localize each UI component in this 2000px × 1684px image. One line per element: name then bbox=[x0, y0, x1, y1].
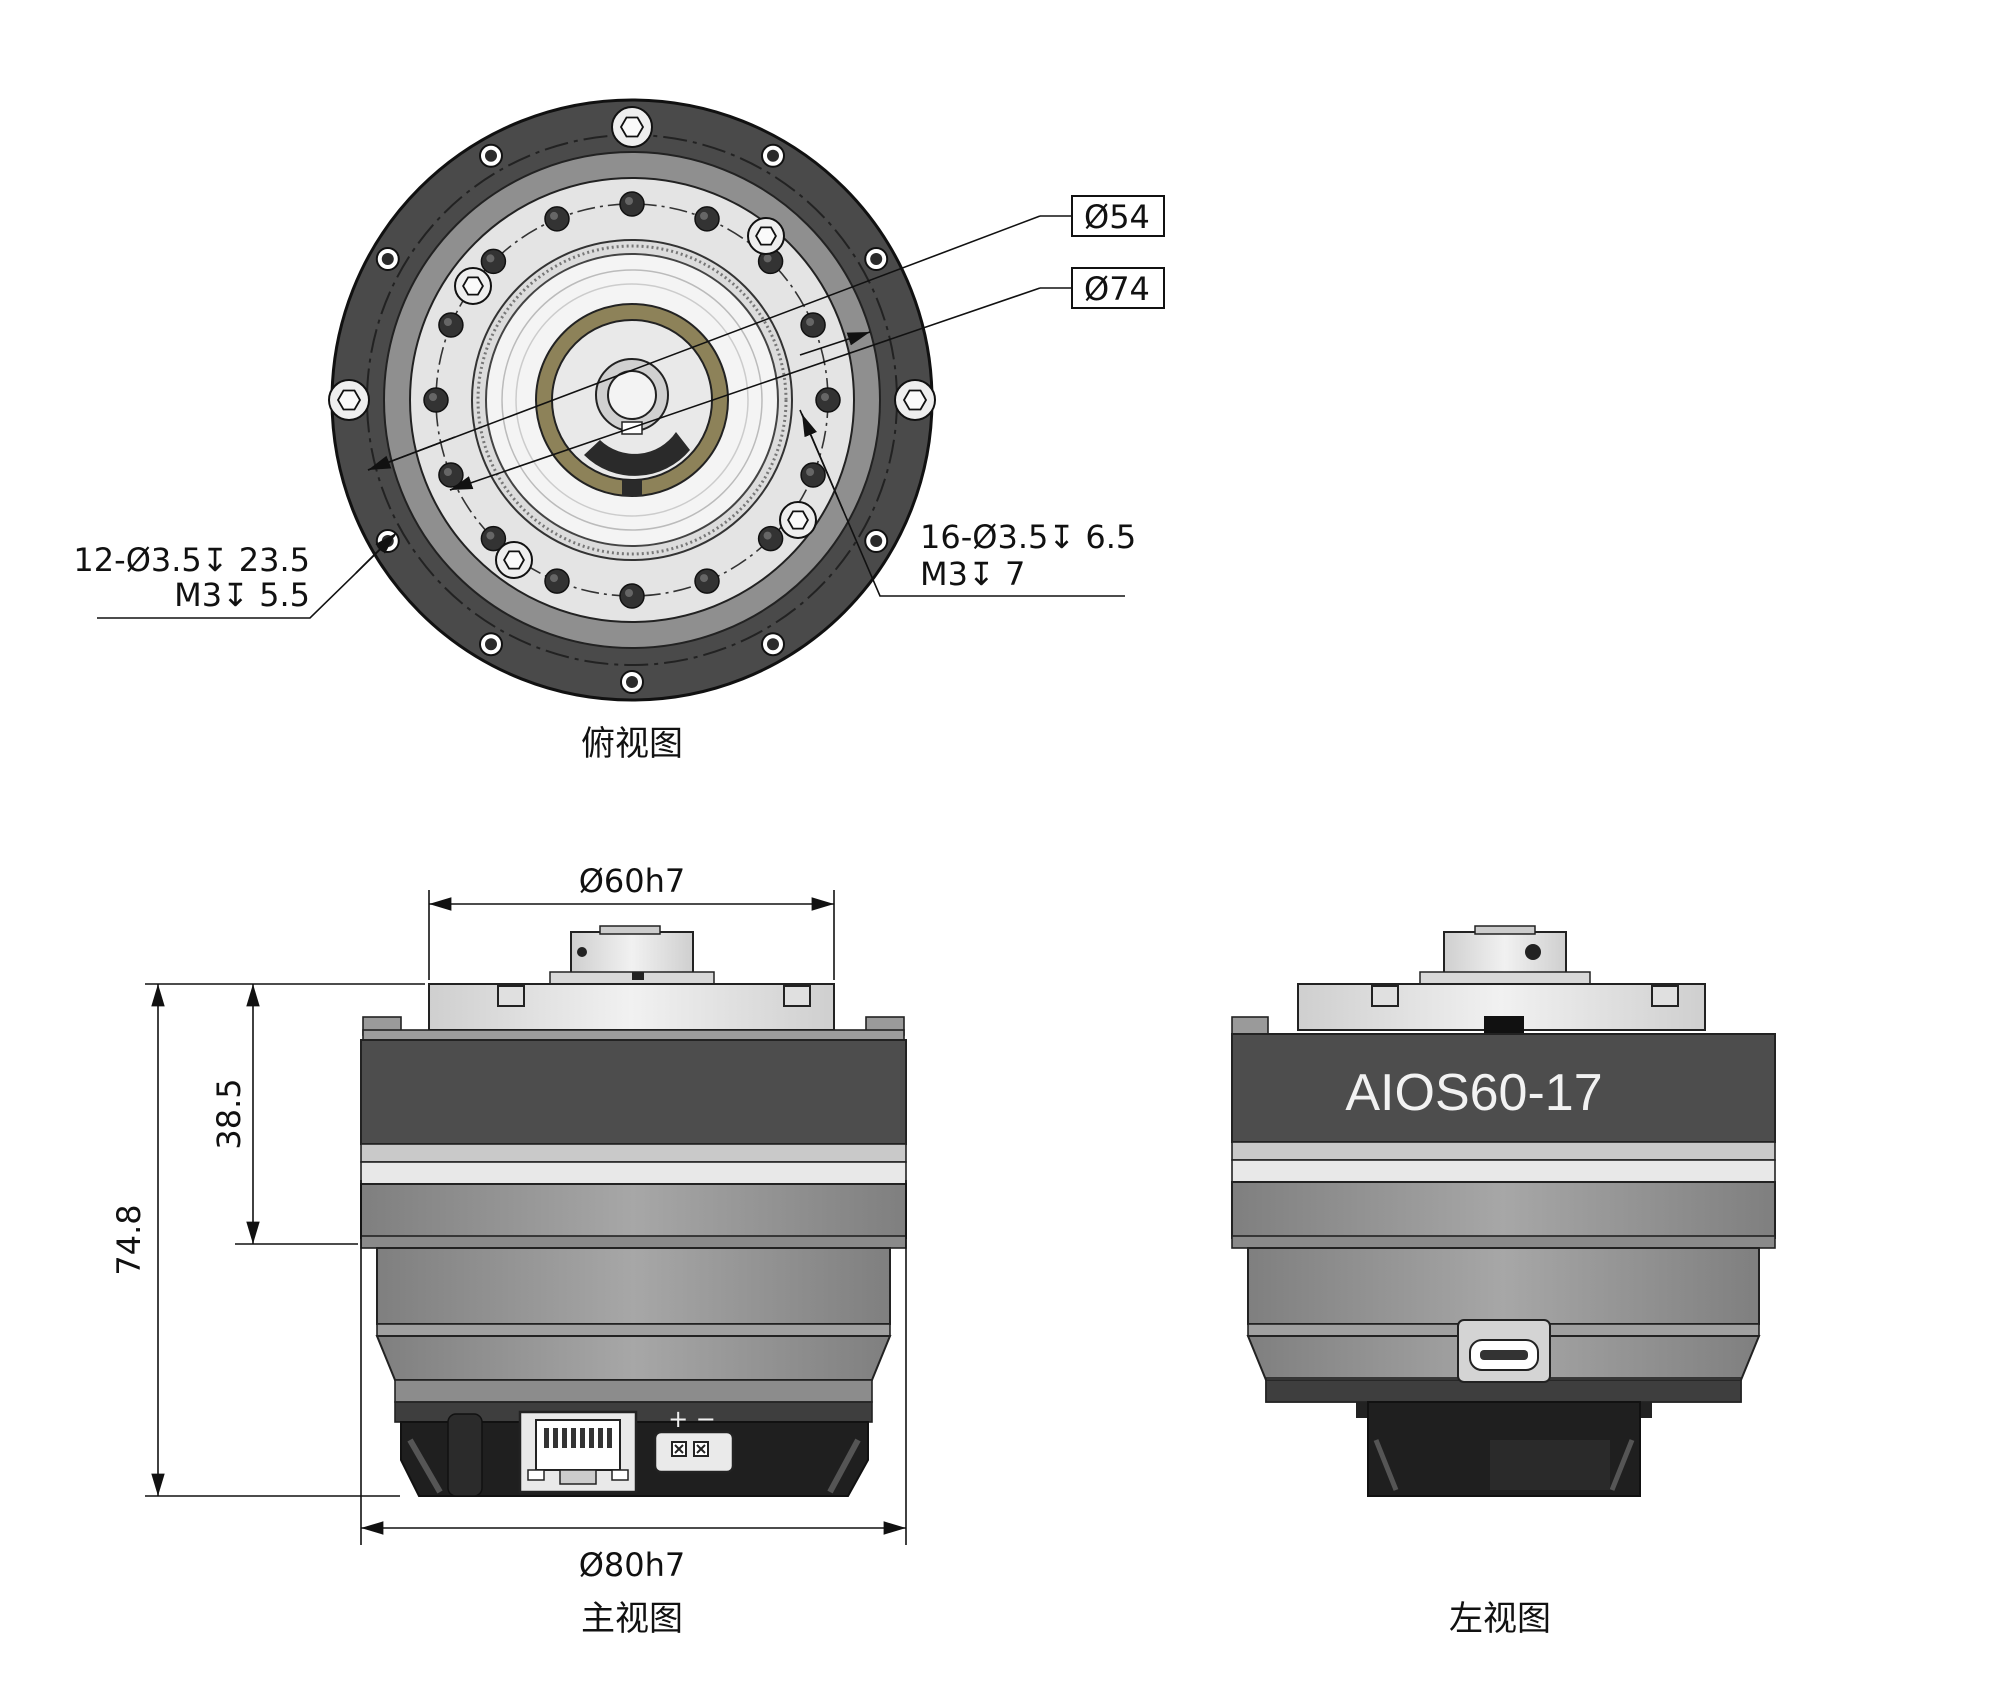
bolt-hole-shine bbox=[443, 317, 452, 326]
bolt-hole-shine bbox=[806, 317, 815, 326]
rj45-pin bbox=[571, 1428, 576, 1448]
left-view-caption: 左视图 bbox=[1449, 1599, 1551, 1639]
right-hole-thread: M3↧ 7 bbox=[920, 555, 1025, 593]
top-view-callouts: Ø54 Ø74 12-Ø3.5↧ 23.5 M3↧ 5.5 16-Ø3.5↧ 6… bbox=[73, 195, 1165, 764]
bolt-hole bbox=[544, 568, 570, 594]
bolt-hole bbox=[619, 191, 645, 217]
mount-hole-core bbox=[767, 149, 779, 162]
ring-key bbox=[622, 480, 642, 496]
bolt-hole-shine bbox=[700, 574, 709, 583]
bolt-hole-shine bbox=[763, 254, 772, 263]
inner-face-ring-2 bbox=[515, 283, 749, 517]
bolt-hole-shine bbox=[700, 211, 709, 220]
bolt-hole-shine bbox=[763, 531, 772, 540]
rj45-pin bbox=[544, 1428, 549, 1448]
dark-housing bbox=[360, 1039, 907, 1145]
bolt-hole bbox=[438, 312, 464, 338]
dim-total-height: 74.8 bbox=[110, 1204, 148, 1275]
dim-upper-height: 38.5 bbox=[210, 1078, 248, 1149]
dim-bottom-diameter: Ø80h7 bbox=[579, 1546, 686, 1584]
callout-d74: Ø74 bbox=[1084, 270, 1150, 308]
mount-hole-core bbox=[485, 638, 497, 651]
center-bore bbox=[607, 370, 657, 420]
model-label: AIOS60-17 bbox=[1345, 1064, 1602, 1122]
bolt-hole-shine bbox=[549, 211, 558, 220]
hex-socket bbox=[787, 510, 809, 530]
bolt-hole bbox=[423, 387, 449, 413]
bolt-hole bbox=[544, 206, 570, 232]
output-flange-side bbox=[428, 983, 835, 1031]
inner-face-ring bbox=[501, 269, 763, 531]
callout-d54: Ø54 bbox=[1084, 198, 1150, 236]
bolt-hole bbox=[757, 525, 784, 552]
hex-socket-bolts bbox=[328, 106, 936, 579]
inner-groove-dots bbox=[476, 244, 788, 556]
rj45-pin bbox=[580, 1428, 585, 1448]
hex-socket bbox=[336, 389, 362, 411]
mount-hole-core bbox=[870, 535, 883, 547]
bolt-hole-shine bbox=[486, 531, 495, 540]
bolt-hole-shine bbox=[443, 468, 452, 477]
hex-socket bbox=[503, 550, 525, 570]
bolt-hole bbox=[694, 568, 720, 594]
left-output-flange bbox=[1297, 983, 1706, 1031]
bolt-hole-shine bbox=[625, 589, 633, 597]
hex-socket bbox=[902, 389, 928, 411]
mount-hole-core bbox=[767, 638, 779, 651]
callout-d74-box bbox=[1071, 267, 1165, 309]
rj45-pin bbox=[562, 1428, 567, 1448]
bolt-hole bbox=[815, 387, 841, 413]
bolt-hole bbox=[438, 462, 464, 488]
front-view: + − bbox=[360, 925, 907, 1497]
front-view-caption: 主视图 bbox=[581, 1599, 683, 1639]
left-view: AIOS60-17 左视图 bbox=[1231, 925, 1776, 1639]
rj45-pin bbox=[598, 1428, 603, 1448]
bolt-hole bbox=[800, 312, 826, 338]
bolt-hole bbox=[619, 583, 645, 609]
bolt-hole-shine bbox=[821, 393, 829, 401]
left-hole-spec: 12-Ø3.5↧ 23.5 bbox=[73, 541, 310, 579]
flange-bolt-holes bbox=[423, 191, 841, 609]
hex-socket bbox=[619, 116, 645, 138]
bolt-hole bbox=[800, 462, 826, 488]
taper bbox=[375, 1335, 892, 1381]
left-dark-housing bbox=[1231, 1033, 1776, 1143]
mount-hole-core bbox=[626, 676, 638, 688]
gray-body-lower bbox=[376, 1247, 891, 1325]
mount-hole-core bbox=[381, 253, 394, 265]
bolt-hole-shine bbox=[806, 468, 815, 477]
front-view-dimensions: Ø60h7 Ø80h7 74.8 38.5 主视图 bbox=[110, 862, 907, 1639]
hex-socket bbox=[755, 226, 777, 246]
outer-mount-holes bbox=[375, 143, 889, 694]
bolt-hole-shine bbox=[625, 197, 633, 205]
rj45-pin bbox=[607, 1428, 612, 1448]
power-polarity-label: + − bbox=[668, 1405, 716, 1433]
ethernet-pins bbox=[544, 1428, 612, 1448]
mount-hole-core bbox=[870, 253, 883, 265]
bolt-hole-shine bbox=[549, 574, 558, 583]
hex-socket bbox=[462, 276, 484, 296]
top-view bbox=[328, 98, 936, 702]
rj45-pin bbox=[553, 1428, 558, 1448]
bolt-hole bbox=[694, 206, 720, 232]
bolt-hole-shine bbox=[486, 254, 495, 263]
bolt-hole bbox=[480, 248, 507, 275]
dim-top-diameter: Ø60h7 bbox=[579, 862, 686, 900]
left-hole-thread: M3↧ 5.5 bbox=[174, 576, 310, 614]
rj45-pin bbox=[589, 1428, 594, 1448]
left-output-boss bbox=[1443, 931, 1567, 975]
output-boss bbox=[570, 931, 694, 975]
mount-hole-core bbox=[485, 149, 497, 162]
gray-body-upper bbox=[360, 1183, 907, 1239]
right-hole-spec: 16-Ø3.5↧ 6.5 bbox=[920, 518, 1136, 556]
top-view-caption: 俯视图 bbox=[581, 724, 683, 764]
ring-slot bbox=[584, 432, 690, 476]
bolt-hole-shine bbox=[429, 393, 437, 401]
bolt-hole bbox=[480, 525, 507, 552]
callout-d54-box bbox=[1071, 195, 1165, 237]
